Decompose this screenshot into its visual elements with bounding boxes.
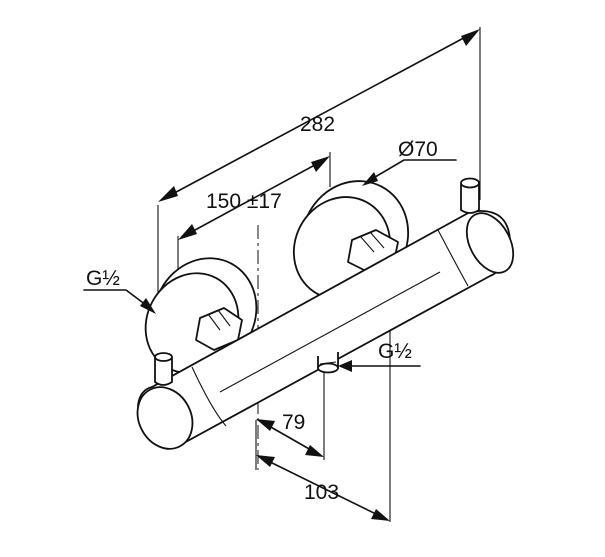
label-inlet-thread: G½: [86, 267, 120, 290]
label-projection-outlet: 79: [282, 411, 305, 434]
thermostat-body: [136, 210, 515, 450]
pin-right: [460, 177, 480, 214]
label-outlet-thread: G½: [378, 340, 412, 363]
label-wall-spacing: 150 ±17: [206, 190, 282, 213]
outlet-nipple: [317, 352, 339, 374]
label-projection-body: 103: [304, 481, 339, 504]
label-overall-length: 282: [300, 113, 335, 136]
dimension-lines: [158, 29, 480, 521]
pin-left: [154, 352, 173, 386]
leaders: [83, 159, 457, 372]
label-rosette-diameter: Ø70: [398, 138, 438, 161]
rosette-left: [144, 257, 258, 374]
